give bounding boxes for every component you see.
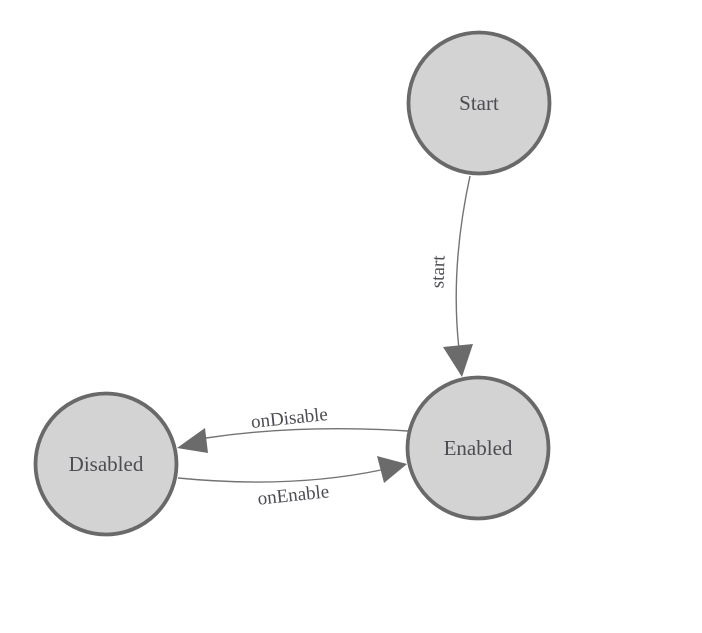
state-label-disabled: Disabled bbox=[69, 452, 144, 476]
arrowhead-into-enabled-left bbox=[377, 456, 407, 483]
edge-start-line bbox=[455, 175, 471, 350]
state-circle-start[interactable] bbox=[406, 30, 552, 176]
arrowhead-into-enabled-top bbox=[443, 344, 473, 377]
arrowhead-into-disabled bbox=[177, 428, 208, 453]
state-label-enabled: Enabled bbox=[444, 436, 513, 460]
edge-on-disable-line bbox=[205, 427, 409, 439]
edge-label-start: start bbox=[427, 254, 449, 288]
edge-on-enable-line bbox=[177, 469, 382, 483]
state-circle-disabled[interactable] bbox=[33, 391, 179, 537]
edge-start-transition: start bbox=[427, 175, 473, 377]
edge-on-disable: onDisable bbox=[177, 404, 409, 453]
state-node-enabled[interactable]: Enabled bbox=[405, 375, 551, 521]
state-node-disabled[interactable]: Disabled bbox=[33, 391, 179, 537]
state-circle-enabled[interactable] bbox=[405, 375, 551, 521]
edge-on-enable: onEnable bbox=[177, 456, 407, 510]
state-label-start: Start bbox=[459, 91, 499, 115]
edge-label-on-enable: onEnable bbox=[257, 481, 331, 509]
state-node-start[interactable]: Start bbox=[406, 30, 552, 176]
